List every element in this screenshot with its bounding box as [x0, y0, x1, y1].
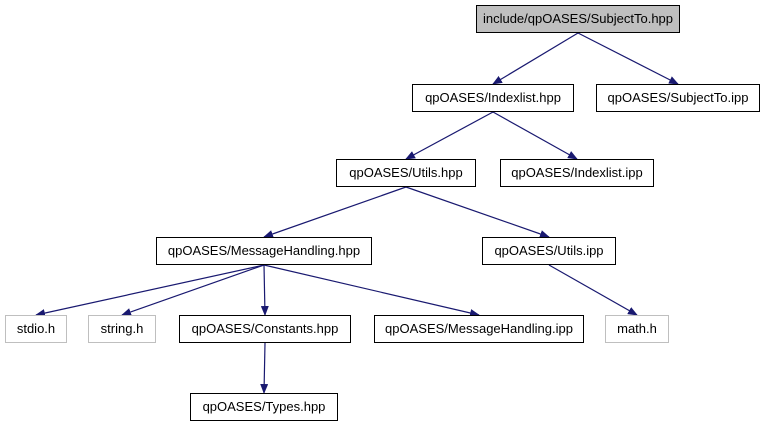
node-string-h[interactable]: string.h — [88, 315, 156, 343]
edge-utils_ipp-to-math_h — [548, 264, 638, 316]
node-messagehandling-ipp[interactable]: qpOASES/MessageHandling.ipp — [374, 315, 584, 343]
edge-utils_hpp-to-utils_ipp — [405, 186, 550, 238]
edge-utils_hpp-to-messagehandling_hpp — [263, 186, 407, 238]
edge-messagehandling_hpp-to-messagehandling_ipp — [263, 264, 480, 317]
node-indexlist-hpp[interactable]: qpOASES/Indexlist.hpp — [412, 84, 574, 112]
node-utils-ipp[interactable]: qpOASES/Utils.ipp — [482, 237, 616, 265]
node-subjectto-ipp[interactable]: qpOASES/SubjectTo.ipp — [596, 84, 760, 112]
edge-root-to-indexlist_hpp — [492, 32, 579, 85]
edge-root-to-subjectto_ipp — [577, 32, 679, 85]
node-messagehandling-hpp[interactable]: qpOASES/MessageHandling.hpp — [156, 237, 372, 265]
edge-messagehandling_hpp-to-stdio_h — [35, 264, 265, 317]
edge-indexlist_hpp-to-indexlist_ipp — [492, 111, 578, 160]
node-subjectto-hpp[interactable]: include/qpOASES/SubjectTo.hpp — [476, 5, 680, 33]
node-math-h[interactable]: math.h — [605, 315, 669, 343]
edge-messagehandling_hpp-to-constants_hpp — [260, 264, 269, 316]
node-constants-hpp[interactable]: qpOASES/Constants.hpp — [179, 315, 351, 343]
node-types-hpp[interactable]: qpOASES/Types.hpp — [190, 393, 338, 421]
node-stdio-h[interactable]: stdio.h — [5, 315, 67, 343]
edge-messagehandling_hpp-to-string_h — [121, 264, 265, 316]
node-indexlist-ipp[interactable]: qpOASES/Indexlist.ipp — [500, 159, 654, 187]
edge-indexlist_hpp-to-utils_hpp — [405, 111, 494, 160]
node-utils-hpp[interactable]: qpOASES/Utils.hpp — [336, 159, 476, 187]
edge-constants_hpp-to-types_hpp — [260, 342, 269, 394]
